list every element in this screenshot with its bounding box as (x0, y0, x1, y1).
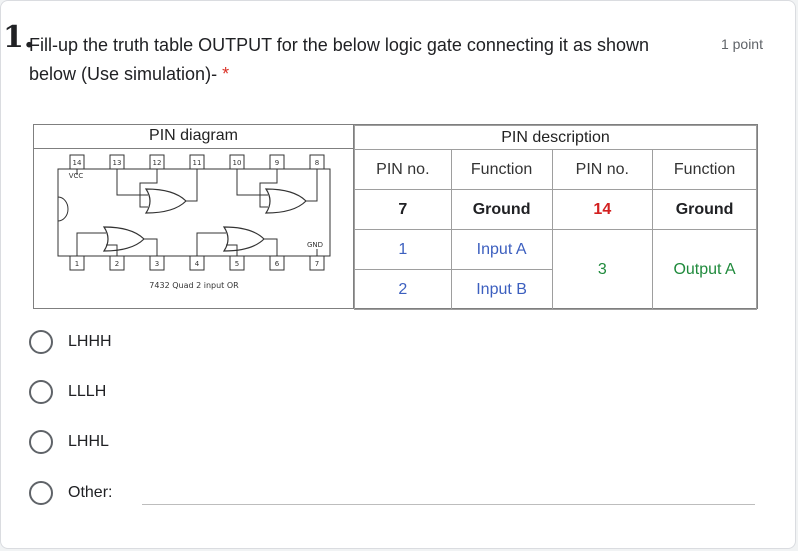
ground-cell-1: Ground (450, 189, 553, 230)
pin-label-10: 10 (233, 159, 242, 167)
radio-button[interactable] (29, 481, 53, 505)
pin-diagram-pane: PIN diagram 14 13 (34, 125, 354, 308)
chip-caption: 7432 Quad 2 input OR (149, 281, 239, 290)
pin-label-13: 13 (113, 159, 122, 167)
pin-description-title: PIN description (354, 125, 757, 150)
chip-wiring (76, 169, 318, 256)
input-a-cell: Input A (450, 229, 553, 270)
chip-body (57, 168, 331, 257)
option-label: LLLH (68, 383, 107, 400)
option-lllh[interactable]: LLLH (29, 377, 106, 407)
question-text-body: Fill-up the truth table OUTPUT for the b… (29, 35, 649, 84)
pin-diagram-title: PIN diagram (34, 125, 353, 149)
radio-button[interactable] (29, 380, 53, 404)
radio-button[interactable] (29, 430, 53, 454)
col-pin-no-2: PIN no. (551, 149, 654, 190)
question-text: Fill-up the truth table OUTPUT for the b… (29, 31, 699, 89)
bottom-pin-group (69, 255, 325, 271)
option-other[interactable]: Other: (29, 478, 755, 508)
pin-label-9: 9 (275, 159, 279, 167)
gnd-label: GND (307, 241, 323, 249)
ic-7432-diagram: 14 13 12 11 10 9 8 VCC GND (57, 154, 331, 290)
pin-label-4: 4 (195, 260, 200, 268)
chip-notch (57, 196, 69, 222)
pin-label-14: 14 (73, 159, 82, 167)
pin-label-12: 12 (153, 159, 162, 167)
option-lhhh[interactable]: LHHH (29, 327, 112, 357)
option-label: LHHH (68, 333, 112, 350)
ground-cell-2: Ground (652, 189, 757, 230)
question-image: PIN diagram 14 13 (33, 124, 758, 310)
pin-label-11: 11 (193, 159, 202, 167)
pin-3-cell: 3 (551, 229, 654, 310)
pin-1-cell: 1 (354, 229, 452, 270)
or-gate-upper-right (264, 188, 307, 214)
pin-label-1: 1 (75, 260, 79, 268)
or-gate-upper-left (144, 188, 187, 214)
col-pin-no-1: PIN no. (354, 149, 452, 190)
output-a-cell: Output A (652, 229, 757, 310)
col-function-1: Function (450, 149, 553, 190)
question-number: 1. (3, 20, 35, 55)
input-b-cell: Input B (450, 269, 553, 310)
radio-button[interactable] (29, 330, 53, 354)
option-label: LHHL (68, 433, 109, 450)
pin-label-3: 3 (155, 260, 159, 268)
or-gate-lower-left (102, 226, 145, 252)
points-label: 1 point (720, 36, 763, 52)
other-text-input[interactable] (142, 504, 755, 505)
pin-label-5: 5 (235, 260, 239, 268)
option-label: Other: (68, 484, 113, 501)
pin-label-8: 8 (315, 159, 319, 167)
pin-14-cell: 14 (551, 189, 654, 230)
pin-label-6: 6 (275, 260, 280, 268)
option-lhhl[interactable]: LHHL (29, 427, 109, 457)
pin-2-cell: 2 (354, 269, 452, 310)
vcc-label: VCC (69, 172, 84, 180)
pin-description-table: PIN description PIN no. Function PIN no.… (354, 125, 757, 310)
col-function-2: Function (652, 149, 757, 190)
required-asterisk: * (222, 64, 230, 84)
or-gate-lower-right (222, 226, 265, 252)
pin-7-cell: 7 (354, 189, 452, 230)
pin-label-7: 7 (315, 260, 319, 268)
pin-label-2: 2 (115, 260, 119, 268)
or-gates (102, 188, 307, 252)
